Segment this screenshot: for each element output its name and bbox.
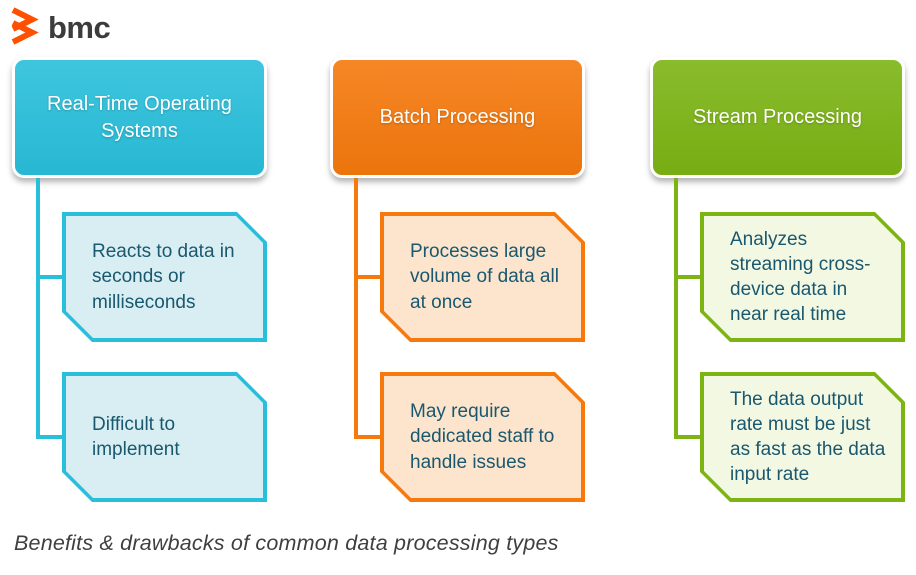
connector-branch (354, 275, 382, 279)
column-stream-processing: Stream Processing Analyzes streaming cro… (650, 57, 905, 517)
diagram-caption: Benefits & drawbacks of common data proc… (14, 531, 559, 555)
detail-box-text: The data output rate must be just as fas… (704, 376, 901, 498)
detail-box-text: May require dedicated staff to handle is… (384, 376, 581, 498)
detail-box: Processes large volume of data all at on… (380, 212, 585, 342)
column-real-time-operating-systems: Real-Time Operating Systems Reacts to da… (12, 57, 267, 517)
connector-branch (354, 435, 382, 439)
connector-branch (674, 435, 702, 439)
detail-box: Difficult to implement (62, 372, 267, 502)
connector-branch (36, 435, 64, 439)
header-stream-processing: Stream Processing (650, 57, 905, 178)
connector-branch (674, 275, 702, 279)
detail-box: May require dedicated staff to handle is… (380, 372, 585, 502)
bmc-wordmark: bmc (48, 9, 111, 45)
detail-box: Reacts to data in seconds or millisecond… (62, 212, 267, 342)
bmc-chevrons-icon (8, 6, 44, 46)
detail-box: Analyzes streaming cross- device data in… (700, 212, 905, 342)
connector-vertical-line (36, 178, 40, 439)
header-batch-processing: Batch Processing (330, 57, 585, 178)
connector-branch (36, 275, 64, 279)
detail-box: The data output rate must be just as fas… (700, 372, 905, 502)
detail-box-text: Difficult to implement (66, 376, 263, 498)
detail-box-text: Reacts to data in seconds or millisecond… (66, 216, 263, 338)
connector-vertical-line (674, 178, 678, 439)
detail-box-text: Analyzes streaming cross- device data in… (704, 216, 901, 338)
column-batch-processing: Batch Processing Processes large volume … (330, 57, 585, 517)
header-real-time-operating-systems: Real-Time Operating Systems (12, 57, 267, 178)
bmc-logo: bmc (8, 6, 111, 46)
connector-vertical-line (354, 178, 358, 439)
detail-box-text: Processes large volume of data all at on… (384, 216, 581, 338)
